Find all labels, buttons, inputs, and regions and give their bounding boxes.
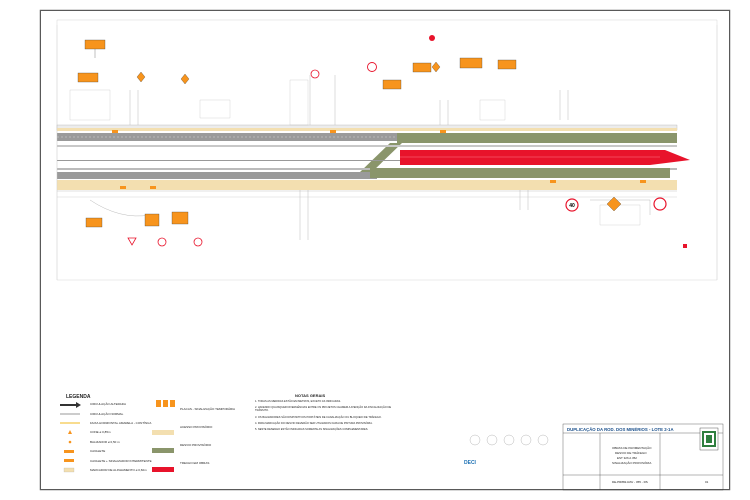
legend-item: TRECHO EM OBRAS: [180, 461, 210, 465]
sign-orange-2: [77, 72, 99, 83]
sign-orange-bottom-1: [85, 217, 103, 228]
legend: CIRCULAÇÃO ALTERADA CIRCULAÇÃO NORMAL FA…: [60, 400, 200, 475]
legend-symbols: [60, 400, 175, 473]
sign-no-overtake-2: [653, 197, 667, 211]
sign-orange-4: [412, 62, 432, 73]
legend-item: BALIZADOR ø 0,50 m: [90, 439, 120, 444]
legend-item: DESVIO PROVISÓRIO: [180, 443, 212, 447]
sign-diamond-3: [431, 61, 441, 73]
note-item: 4. PARA MARCAÇÃO DO DESVIO DEVERÃO SER U…: [255, 421, 373, 425]
sign-speed-40: 40: [565, 198, 579, 212]
note-item: 5. NESTE DESENHO ESTÃO INDICADAS SOMENTE…: [255, 428, 369, 432]
sign-orange-1: [84, 39, 106, 58]
buildings: [69, 79, 641, 226]
legend-item: MARCADOR DE ALINHAMENTO ø 0,60m: [90, 467, 147, 472]
sign-no-entry-2: [429, 35, 435, 41]
sign-orange-5: [459, 57, 483, 69]
legend-item: ACESSO PROVISÓRIO: [180, 425, 213, 429]
legend-item: CAVALETE + SINALIZADOR INTERMITENTE: [90, 458, 152, 463]
sign-orange-6: [497, 59, 517, 70]
access-band-upper: [57, 128, 677, 131]
north-marker: [683, 244, 687, 248]
sign-no-left: [157, 237, 167, 247]
side-roads: [89, 75, 651, 240]
sign-orange-3: [382, 79, 402, 90]
subtitle: OBRAS DE PAVIMENTAÇÃO: [612, 446, 652, 450]
detour-crossover: [360, 143, 402, 172]
drawing-code: DE-PR882-RAV - 055 - RS: [612, 480, 648, 484]
notes-title: NOTAS GERAIS: [295, 393, 326, 398]
sign-orange-bottom-3: [171, 211, 189, 225]
general-notes: NOTAS GERAIS 1. TODAS AS MEDIDAS ESTÃO E…: [255, 393, 405, 434]
note-item: 3. OS BALIZADORES SÃO DISPOSITIVOS PORTÁ…: [255, 415, 382, 419]
sign-diamond-1: [136, 71, 146, 83]
note-item: 2. HAVENDO QUAISQUER DIVERGÊNCIAS ENTRE …: [255, 406, 392, 413]
legend-title: LEGENDA: [66, 394, 91, 400]
subtitle-4: SINALIZAÇÃO PROVISÓRIA: [612, 461, 652, 465]
legend-item: FAIXA HORIZONTAL AMARELA - CONTÍNUA: [90, 420, 152, 425]
subtitle-2: DESVIO DE TRÁFEGO: [615, 451, 647, 455]
sign-diamond-2: [180, 73, 190, 85]
sheet-number: 01: [705, 480, 709, 484]
company-name: DECI: [464, 460, 476, 466]
sign-speed-top: [367, 62, 377, 72]
note-item: 1. TODAS AS MEDIDAS ESTÃO EM METROS, EXC…: [255, 400, 341, 403]
legend-item: CAVALETE: [90, 449, 106, 454]
drawing-sheet: [40, 10, 730, 490]
legend-item: CIRCULAÇÃO ALTERADA: [90, 402, 126, 407]
road-upper: [56, 124, 678, 143]
subtitle-3: EST 326 A 352: [617, 456, 637, 460]
speed-40-label: 40: [569, 203, 575, 209]
works-section: [400, 150, 690, 165]
sign-no-entry: [310, 69, 320, 79]
legend-item: CONE ø 0,85m: [90, 430, 111, 435]
sign-yield: [127, 237, 137, 246]
road-middle: [57, 145, 677, 161]
legend-item: PLACAS - SINALIZAÇÃO TEMPORÁRIA: [180, 407, 235, 411]
road-lower: [57, 168, 677, 198]
legend-secondary: PLACAS - SINALIZAÇÃO TEMPORÁRIA ACESSO P…: [150, 400, 235, 472]
logo-mark: [702, 431, 716, 447]
sign-orange-bottom-2: [144, 213, 160, 227]
legend-item: CIRCULAÇÃO NORMAL: [90, 411, 124, 416]
sign-no-overtake: [193, 237, 203, 247]
stamp-area: [469, 434, 549, 446]
sign-diamond-bottom: [606, 196, 622, 212]
project-title: DUPLICAÇÃO DA ROD. DOS MINÉRIOS - LOTE 2…: [567, 427, 674, 432]
road-markers: [112, 130, 646, 189]
